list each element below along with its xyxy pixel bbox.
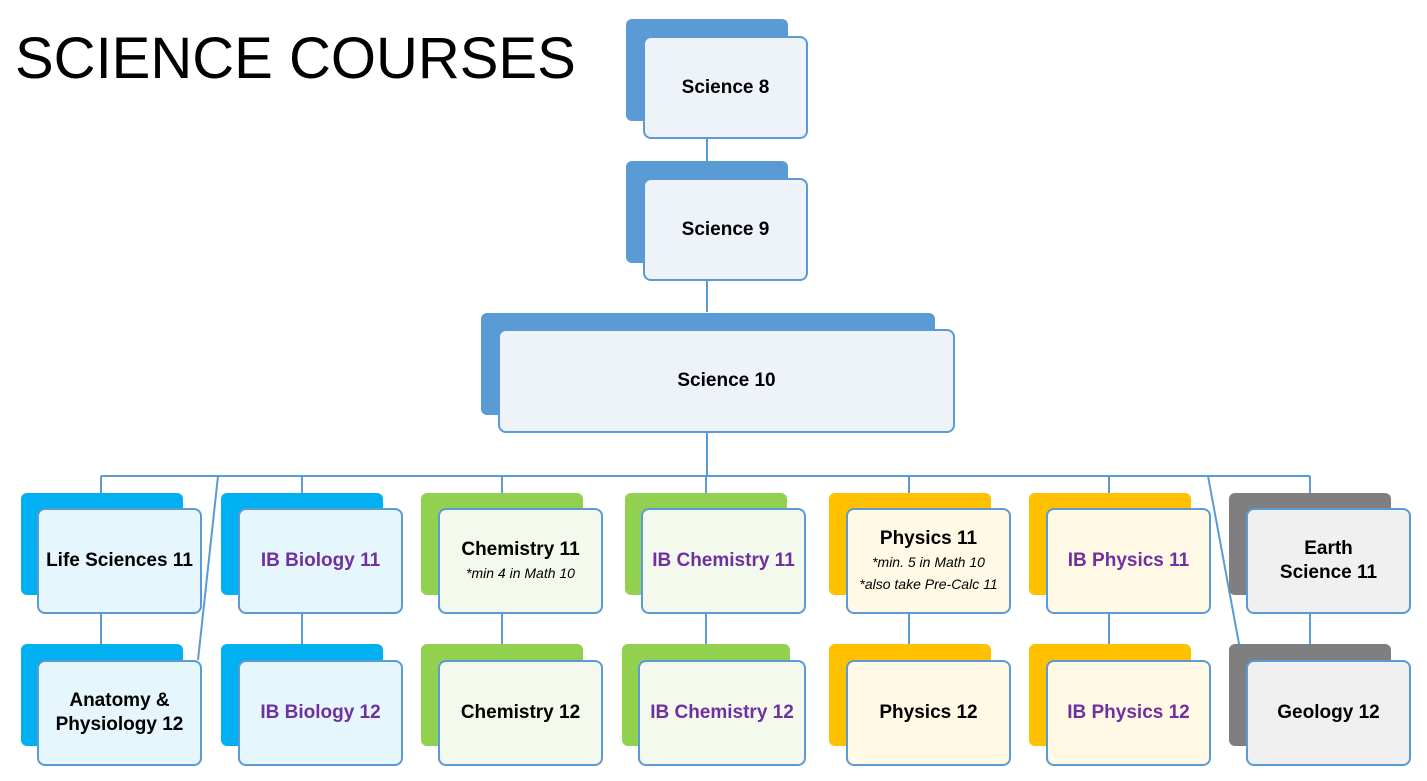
node-label: Anatomy & Physiology 12 [55,690,184,735]
node-label: Chemistry 12 [460,702,581,723]
node-label: IB Biology 11 [260,550,381,571]
node-label: Life Sciences 11 [46,550,193,571]
node-label: Science 9 [681,218,770,240]
node-label: IB Biology 12 [260,702,381,723]
node-label: Science 8 [681,76,770,98]
node-label: Geology 12 [1277,702,1380,723]
page-title: SCIENCE COURSES [15,26,576,91]
connector-bus-geology [1207,475,1243,661]
node-label: Science 10 [677,370,776,391]
node-label: IB Chemistry 11 [652,550,795,571]
node-label: Chemistry 11 [461,539,580,560]
connector-bus-anatomy [197,475,219,661]
prerequisite-note: *min. 5 in Math 10 [872,554,985,570]
prerequisite-note: *also take Pre-Calc 11 [859,576,998,592]
node-label: Physics 11 [879,528,978,549]
node-label: Physics 12 [879,702,978,723]
prerequisite-note: *min 4 in Math 10 [466,565,575,581]
node-label: IB Physics 12 [1067,702,1190,723]
node-label: IB Chemistry 12 [650,702,794,723]
node-label: IB Physics 11 [1067,550,1190,571]
node-label: Earth Science 11 [1279,538,1378,583]
